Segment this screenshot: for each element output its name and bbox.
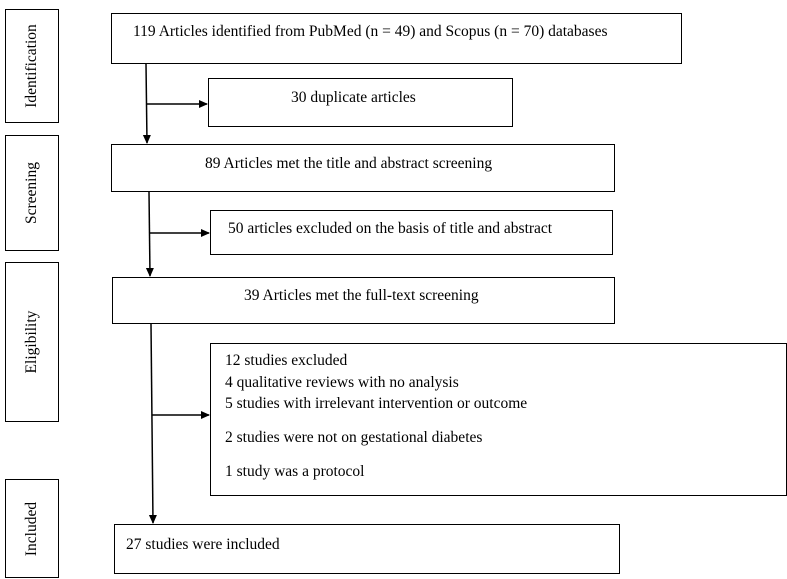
box-fulltext-text: 39 Articles met the full-text screening (244, 287, 479, 304)
box-identified-text: 119 Articles identified from PubMed (n =… (133, 23, 608, 40)
box-fulltext: 39 Articles met the full-text screening (112, 277, 615, 324)
stage-identification: Identification (5, 9, 59, 123)
box-screened-text: 89 Articles met the title and abstract s… (205, 155, 493, 172)
arrow-screened-to-fulltext (145, 191, 154, 277)
box-excluded-fulltext: 12 studies excluded 4 qualitative review… (210, 343, 787, 496)
box-duplicates: 30 duplicate articles (208, 78, 513, 127)
box-duplicates-text: 30 duplicate articles (291, 89, 416, 106)
box-excluded-title-abstract: 50 articles excluded on the basis of tit… (210, 210, 613, 255)
box-identified: 119 Articles identified from PubMed (n =… (111, 13, 682, 64)
box-included: 27 studies were included (114, 524, 620, 574)
stage-eligibility: Eligibility (5, 262, 59, 422)
stage-screening: Screening (5, 135, 59, 251)
excluded-fulltext-line3: 5 studies with irrelevant intervention o… (225, 395, 528, 412)
arrow-fulltext-to-included (148, 323, 157, 524)
excluded-fulltext-line4: 2 studies were not on gestational diabet… (225, 429, 483, 446)
box-screened: 89 Articles met the title and abstract s… (111, 144, 615, 192)
box-excluded-title-abstract-text: 50 articles excluded on the basis of tit… (228, 220, 553, 237)
excluded-fulltext-line2: 4 qualitative reviews with no analysis (225, 374, 459, 391)
box-included-text: 27 studies were included (126, 536, 280, 553)
excluded-fulltext-line5: 1 study was a protocol (225, 463, 365, 480)
stage-included: Included (5, 479, 59, 578)
excluded-fulltext-line1: 12 studies excluded (225, 352, 348, 369)
